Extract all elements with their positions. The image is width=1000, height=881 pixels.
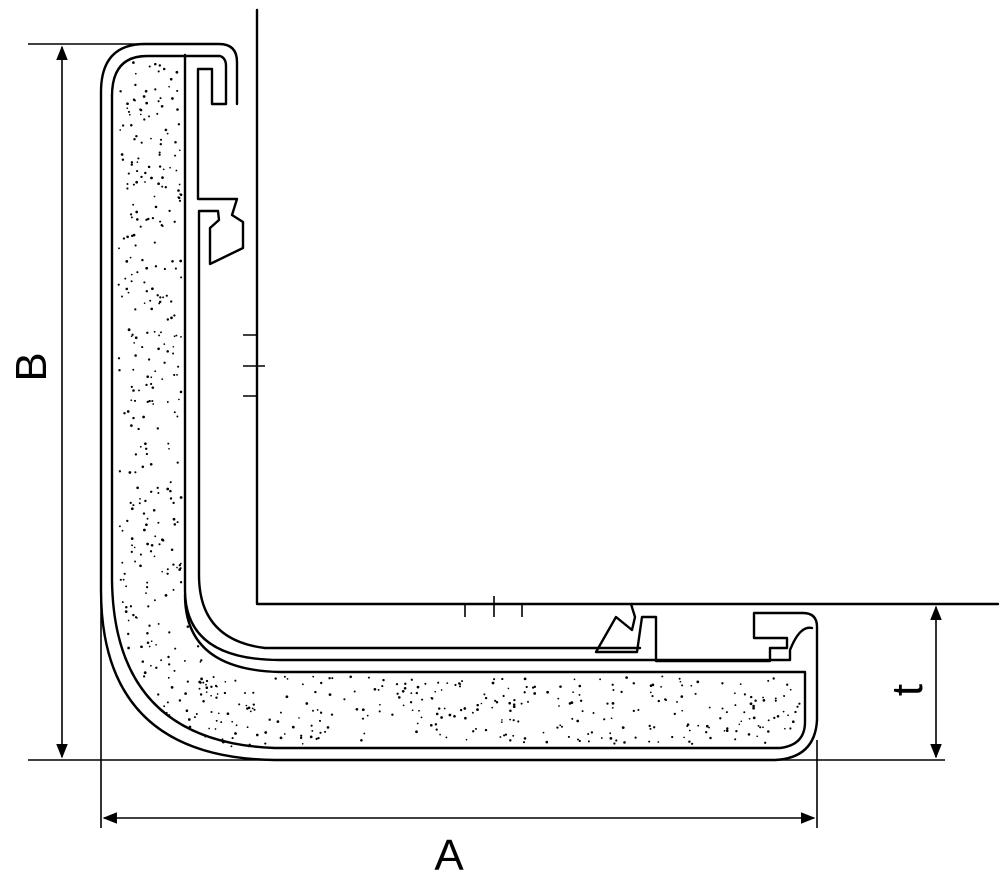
foam-boundary — [110, 94, 807, 750]
wall-ticks — [243, 334, 523, 617]
dim-b-label: B — [7, 352, 56, 381]
dim-a-label: A — [434, 831, 464, 880]
wall-line — [255, 8, 1000, 606]
foam-speckle-texture — [117, 61, 801, 748]
dim-t-label: t — [883, 684, 932, 696]
foam-core — [115, 55, 805, 748]
profile-inner-contour — [110, 53, 814, 662]
